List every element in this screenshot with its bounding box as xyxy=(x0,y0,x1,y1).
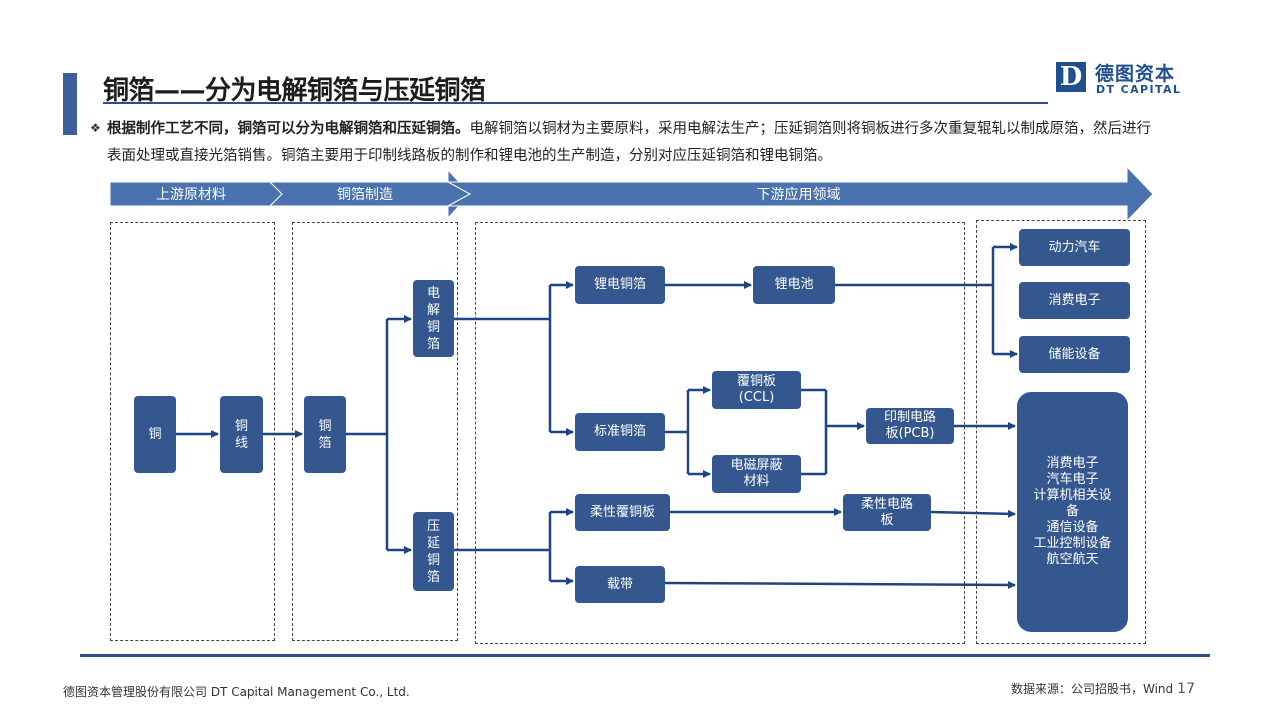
stage-arrow-manufacturing xyxy=(268,168,471,220)
node-ev: 动力汽车 xyxy=(1019,229,1130,266)
diamond-bullet-icon: ❖ xyxy=(90,121,101,135)
node-li-foil: 锂电铜箔 xyxy=(575,266,665,304)
footer-divider xyxy=(80,654,1210,657)
node-copper-wire: 铜线 xyxy=(220,396,263,473)
node-consumer: 消费电子 xyxy=(1019,282,1130,319)
node-fpc: 柔性电路 板 xyxy=(843,494,931,531)
footer-source-text: 数据来源：公司招股书，Wind xyxy=(1011,682,1174,696)
node-battery: 锂电池 xyxy=(753,266,835,304)
node-fccl: 柔性覆铜板 xyxy=(575,494,670,531)
title-underline xyxy=(103,102,1048,104)
node-ed-foil: 电解铜箔 xyxy=(413,280,454,357)
intro-paragraph: 根据制作工艺不同，铜箔可以分为电解铜箔和压延铜箔。电解铜箔以铜材为主要原料，采用… xyxy=(107,116,1157,170)
logo-text-cn: 德图资本 xyxy=(1095,63,1176,85)
node-ccl: 覆铜板 (CCL) xyxy=(712,371,801,409)
logo-text-en: DT CAPITAL xyxy=(1096,83,1182,96)
node-emi: 电磁屏蔽 材料 xyxy=(712,455,801,493)
title-accent-bar xyxy=(63,73,77,135)
stage-label-downstream: 下游应用领域 xyxy=(756,187,841,203)
node-copper: 铜 xyxy=(134,396,176,473)
group-downstream-intermediate xyxy=(475,222,965,644)
group-upstream xyxy=(110,222,275,641)
node-carrier-tape: 载带 xyxy=(575,566,665,603)
stage-arrow-downstream xyxy=(447,165,1154,223)
page-number: 17 xyxy=(1177,681,1195,697)
node-ra-foil: 压延铜箔 xyxy=(413,512,454,591)
node-pcb: 印制电路 板(PCB) xyxy=(866,408,954,444)
node-ra-foil-label: 压延铜箔 xyxy=(426,518,440,585)
node-applications: 消费电子 汽车电子 计算机相关设 备 通信设备 工业控制设备 航空航天 xyxy=(1017,392,1128,632)
intro-rest: 电解铜箔以铜材为主要原料，采用电解法生产；压延铜箔则将铜板进行多次重复辊轧以制成… xyxy=(107,121,1151,164)
logo-icon: D xyxy=(1056,62,1086,92)
stage-label-upstream: 上游原材料 xyxy=(156,187,226,203)
node-copper-wire-label: 铜线 xyxy=(234,418,248,451)
footer-company: 德图资本管理股份有限公司 DT Capital Management Co., … xyxy=(63,685,410,699)
node-std-foil: 标准铜箔 xyxy=(575,413,665,451)
node-copper-foil: 铜箔 xyxy=(304,396,346,473)
page-title: 铜箔——分为电解铜箔与压延铜箔 xyxy=(103,76,486,106)
node-storage: 储能设备 xyxy=(1019,336,1130,373)
intro-bold: 根据制作工艺不同，铜箔可以分为电解铜箔和压延铜箔。 xyxy=(107,121,470,137)
node-ed-foil-label: 电解铜箔 xyxy=(426,285,440,352)
node-copper-foil-label: 铜箔 xyxy=(318,418,332,451)
stage-label-manufacturing: 铜箔制造 xyxy=(337,187,393,203)
group-end-applications xyxy=(976,220,1146,644)
group-manufacturing xyxy=(292,222,458,641)
